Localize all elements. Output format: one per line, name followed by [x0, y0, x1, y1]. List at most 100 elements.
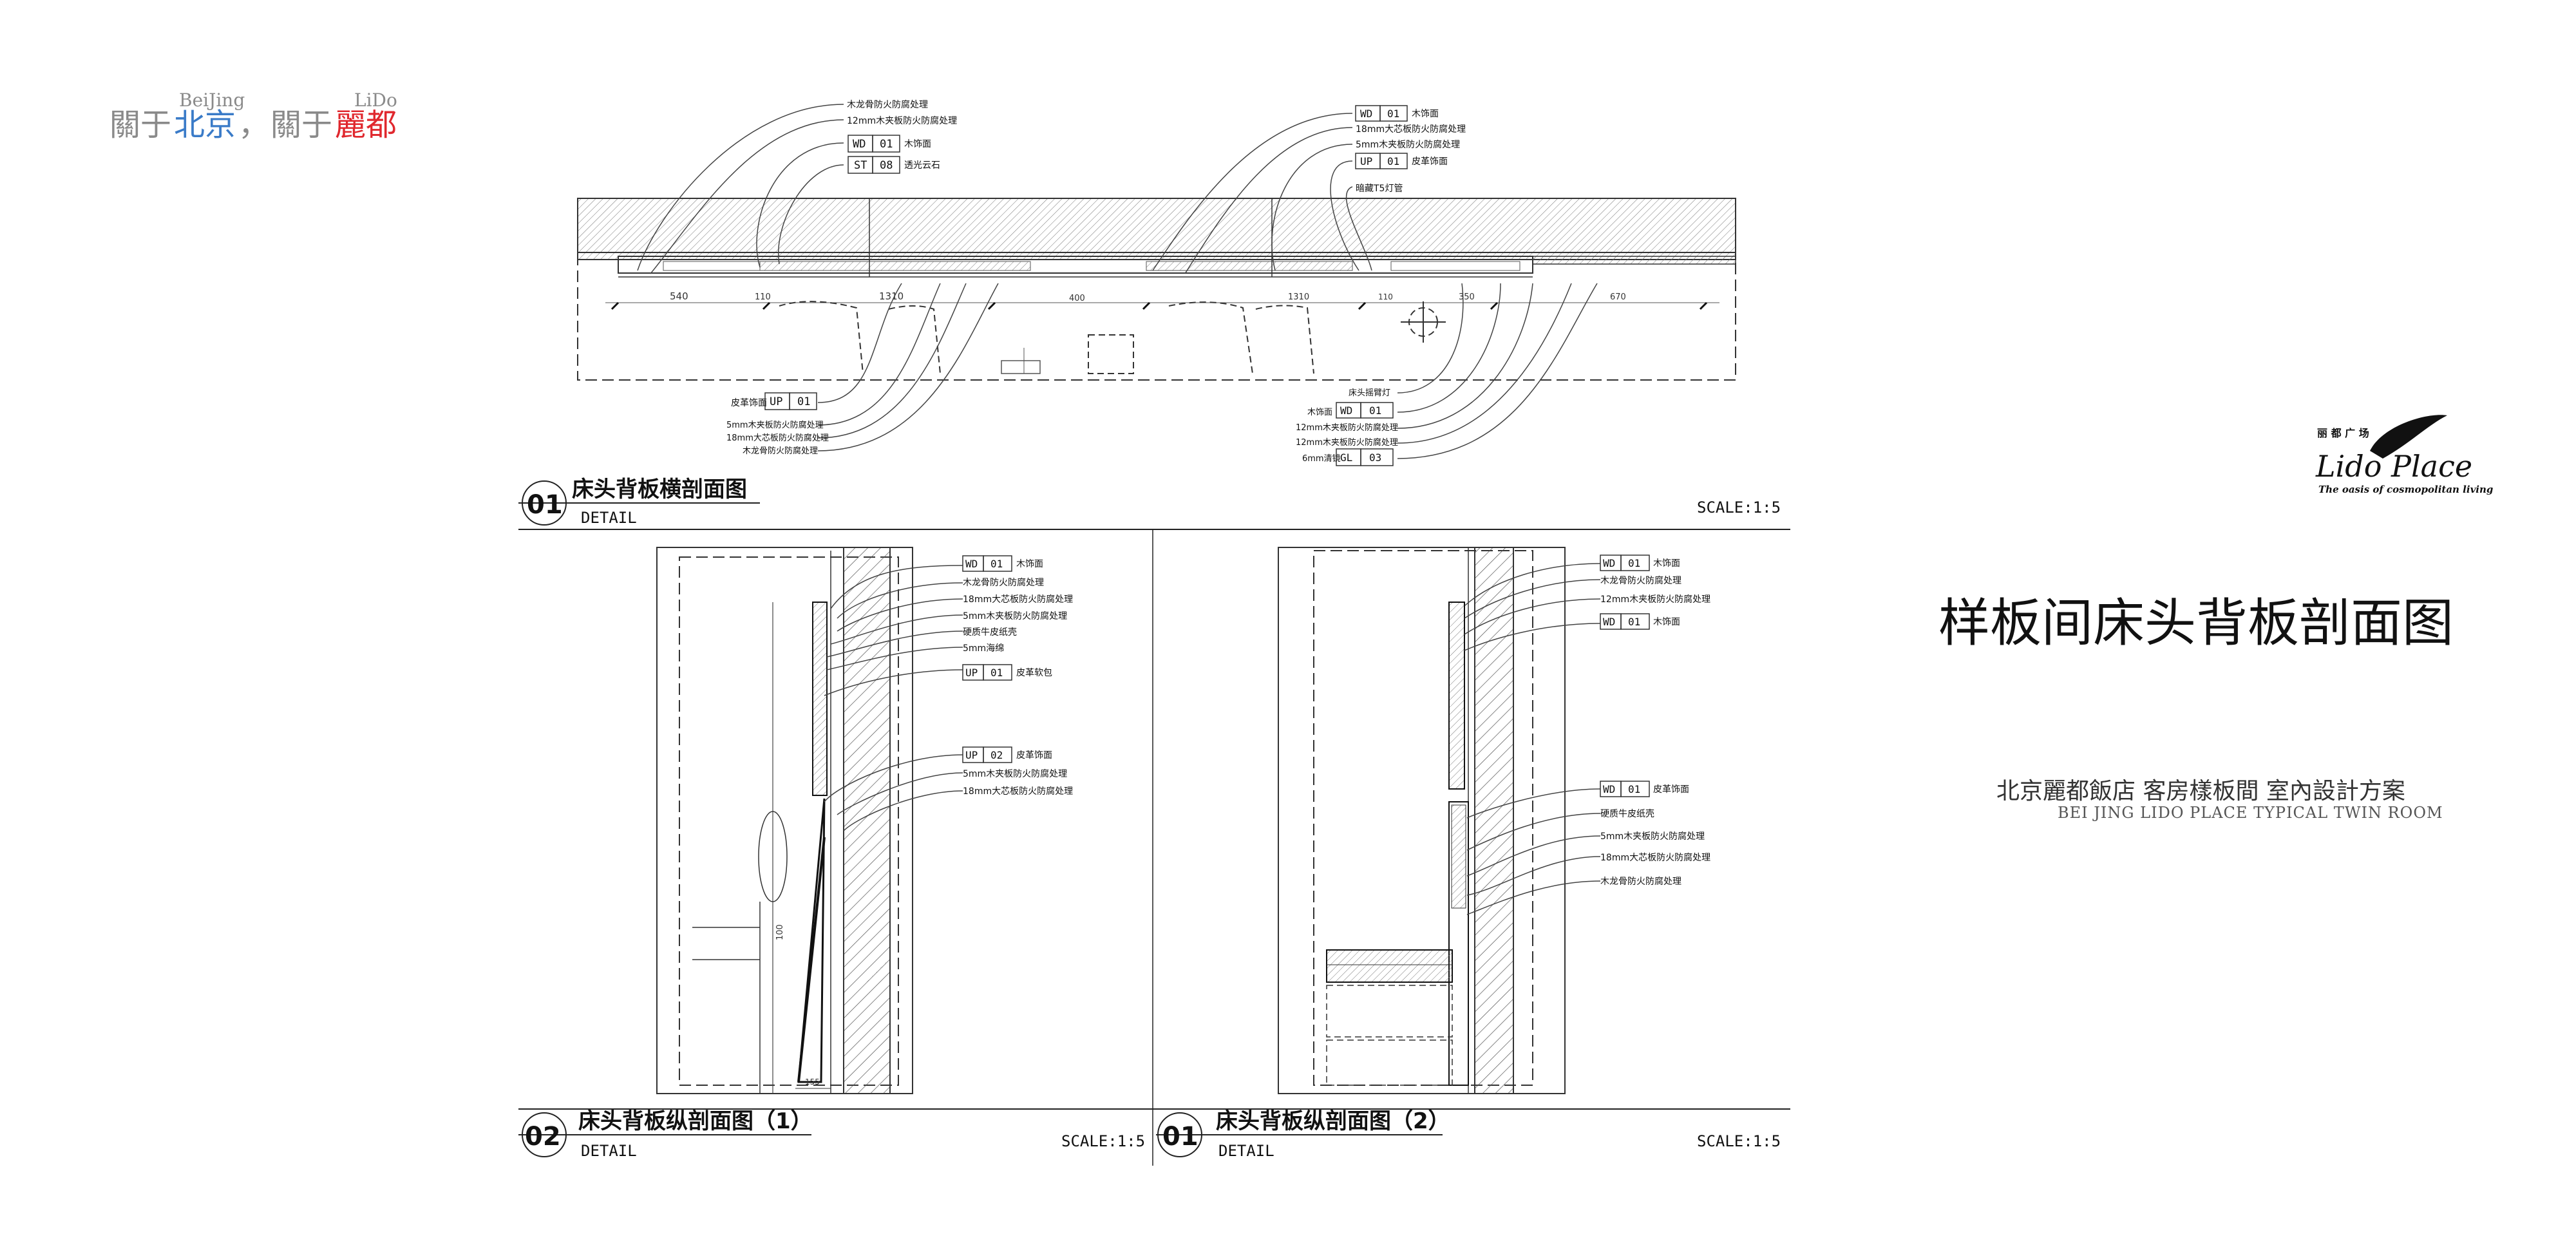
note-swing-lamp: 床头摇臂灯 [1349, 388, 1390, 398]
panel-3-scale: SCALE:1:5 [1697, 1132, 1781, 1150]
panel-2-detail: DETAIL [581, 1142, 637, 1160]
code-wd-num: 01 [1369, 404, 1381, 417]
code-wd-1-num: 01 [1628, 557, 1640, 569]
horizontal-section-drawing: 540 110 1310 400 1310 110 350 670 [577, 198, 1736, 381]
panel-3-title: 01 床头背板纵剖面图（2） DETAIL SCALE:1:5 [1156, 1108, 1781, 1160]
logo-tagline: The oasis of cosmopolitan living [2318, 484, 2493, 495]
note-wood-veneer: 木饰面 [1412, 109, 1439, 119]
dim-110-left: 110 [755, 292, 771, 302]
code-wd-num: 01 [880, 138, 893, 151]
leader-lines-top-right [1152, 113, 1372, 274]
note-wood-veneer: 木饰面 [1307, 408, 1332, 417]
code-wd-2-num: 01 [1628, 616, 1640, 628]
code-wd: WD [965, 558, 978, 570]
panel-1-scale: SCALE:1:5 [1697, 498, 1781, 517]
code-gl: GL [1340, 451, 1352, 464]
leaf-icon [2370, 415, 2447, 459]
note-wood-keel: 木龙骨防火防腐处理 [1600, 575, 1681, 586]
note-leather-finish: 皮革饰面 [1016, 750, 1052, 761]
panel-1-number: 01 [527, 490, 563, 520]
main-title: 样板间床头背板剖面图 [1938, 593, 2454, 653]
panel-1-detail: DETAIL [581, 509, 637, 527]
code-wd-3: WD [1603, 783, 1615, 795]
code-gl-num: 03 [1369, 451, 1381, 464]
beijing-text: 北京 [174, 107, 236, 143]
dim-vertical-100: 100 [775, 924, 785, 940]
top-right-notes: WD 01 木饰面 18mm大芯板防火防腐处理 5mm木夹板防火防腐处理 UP … [1355, 105, 1466, 194]
dim-horizontal-155: 155 [805, 1077, 820, 1086]
note-wood-keel: 木龙骨防火防腐处理 [847, 99, 928, 110]
note-5mm-sponge: 5mm海绵 [963, 643, 1004, 654]
guan-yu-1: 關于 [109, 107, 171, 143]
code-up: UP [1360, 155, 1372, 167]
note-t5-lamp: 暗藏T5灯管 [1356, 184, 1403, 194]
leader-lines-bottom-right [1397, 283, 1598, 459]
note-wood-veneer: 木饰面 [1016, 559, 1043, 569]
dim-670: 670 [1610, 292, 1626, 302]
section-2-notes: WD 01 木饰面 木龙骨防火防腐处理 12mm木夹板防火防腐处理 WD 01 … [1600, 555, 1710, 887]
code-st: ST [854, 159, 867, 172]
leader-lines-bottom-left [817, 283, 999, 451]
vertical-section-2-drawing [1278, 547, 1566, 1094]
note-wood-keel: 木龙骨防火防腐处理 [963, 577, 1044, 588]
note-kraft-board: 硬质牛皮纸壳 [1600, 808, 1654, 819]
note-12mm-plywood: 12mm木夹板防火防腐处理 [847, 115, 957, 126]
panel-1-title: 01 床头背板横剖面图 DETAIL SCALE:1:5 [518, 477, 1781, 527]
note-12mm-plywood-2: 12mm木夹板防火防腐处理 [1296, 437, 1398, 448]
lidu-text: 麗都 [335, 107, 397, 143]
dim-1310-right: 1310 [1288, 292, 1309, 302]
section-2-leaders [1464, 563, 1601, 915]
note-wood-veneer: 木饰面 [904, 139, 931, 149]
code-up-2-num: 02 [990, 749, 1003, 761]
logo-chinese: 丽 都 广 场 [2317, 427, 2369, 439]
code-wd-num: 01 [1387, 108, 1399, 120]
code-st-num: 08 [880, 159, 893, 172]
logo-name: Lido Place [2315, 449, 2472, 484]
bottom-left-notes: 皮革饰面 UP 01 5mm木夹板防火防腐处理 18mm大芯板防火防腐处理 木龙… [726, 392, 829, 456]
code-up-1-num: 01 [990, 667, 1003, 679]
note-18mm-blockboard: 18mm大芯板防火防腐处理 [1600, 852, 1710, 863]
panel-3-detail: DETAIL [1218, 1142, 1274, 1160]
panel-1-name: 床头背板横剖面图 [572, 477, 747, 502]
note-kraft-board: 硬质牛皮纸壳 [963, 627, 1017, 638]
panel-2-title: 02 床头背板纵剖面图（1） DETAIL SCALE:1:5 [518, 1108, 1145, 1160]
panel-2-name: 床头背板纵剖面图（1） [578, 1108, 813, 1134]
panel-2-scale: SCALE:1:5 [1061, 1132, 1145, 1150]
code-up-num: 01 [797, 395, 810, 408]
code-wd: WD [1360, 108, 1372, 120]
bottom-right-notes: 床头摇臂灯 木饰面 WD 01 12mm木夹板防火防腐处理 12mm木夹板防火防… [1296, 388, 1398, 466]
vertical-section-1-drawing: 100 155 [656, 547, 913, 1094]
note-5mm-plywood: 5mm木夹板防火防腐处理 [1600, 831, 1705, 842]
panel-2-number: 02 [525, 1122, 561, 1152]
code-wd-2: WD [1603, 616, 1615, 628]
lido-place-logo: 丽 都 广 场 Lido Place The oasis of cosmopol… [2315, 415, 2493, 495]
dim-350: 350 [1459, 292, 1475, 302]
note-wood-veneer-1: 木饰面 [1653, 558, 1680, 569]
note-leather-finish: 皮革饰面 [1412, 156, 1448, 167]
leader-lines-top-left [637, 104, 844, 274]
note-18mm-blockboard: 18mm大芯板防火防腐处理 [963, 594, 1073, 605]
code-wd: WD [853, 138, 866, 151]
note-translucent-marble: 透光云石 [904, 160, 940, 171]
project-title-cn: 北京麗都飯店 客房樣板間 室內設計方案 [1996, 778, 2405, 804]
branding: BeiJing LiDo 關于 北京 ， 關于 麗都 [109, 90, 397, 143]
dim-110-right: 110 [1378, 292, 1393, 301]
code-wd-1: WD [1603, 557, 1615, 569]
sheet-frame [518, 529, 1790, 1166]
top-left-notes: 木龙骨防火防腐处理 12mm木夹板防火防腐处理 WD 01 木饰面 ST 08 … [847, 99, 957, 174]
dim-400: 400 [1069, 294, 1085, 303]
dim-540: 540 [670, 290, 688, 302]
code-wd: WD [1340, 404, 1352, 417]
project-title-en: BEI JING LIDO PLACE TYPICAL TWIN ROOM [2058, 804, 2443, 822]
pinyin-beijing: BeiJing [179, 90, 245, 111]
guan-yu-2: 關于 [270, 107, 332, 143]
note-leather-upholstery: 皮革软包 [1016, 668, 1052, 678]
note-5mm-plywood: 5mm木夹板防火防腐处理 [726, 420, 824, 430]
section-1-notes: WD 01 木饰面 木龙骨防火防腐处理 18mm大芯板防火防腐处理 5mm木夹板… [962, 555, 1073, 797]
note-18mm-blockboard: 18mm大芯板防火防腐处理 [1356, 124, 1466, 135]
note-wood-keel: 木龙骨防火防腐处理 [743, 446, 818, 456]
note-5mm-plywood: 5mm木夹板防火防腐处理 [963, 611, 1067, 621]
note-leather-finish: 皮革饰面 [731, 398, 767, 408]
code-wd-3-num: 01 [1628, 783, 1640, 795]
